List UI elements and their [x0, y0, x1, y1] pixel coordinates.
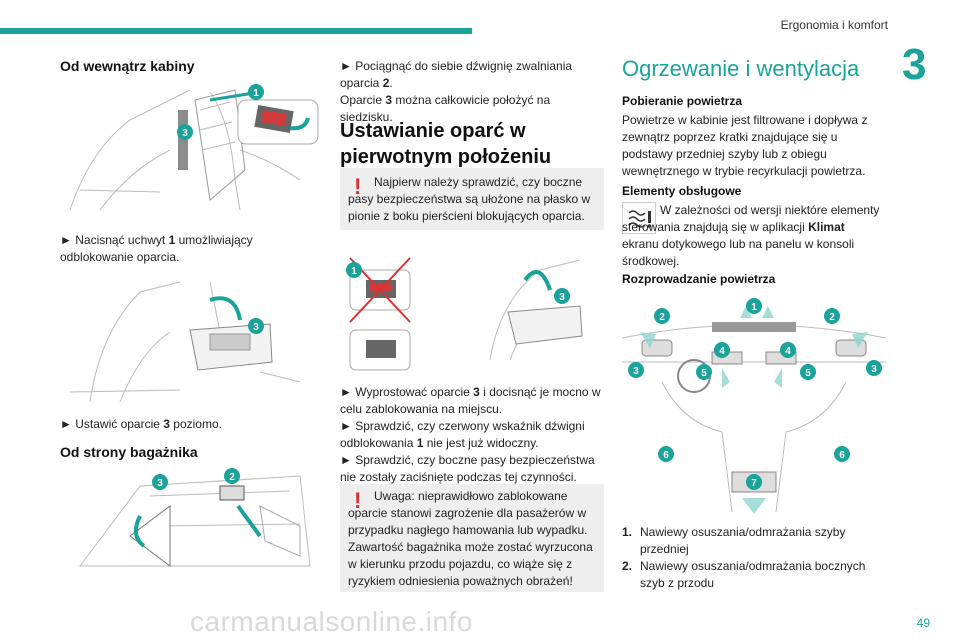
- bullet-arrow: ►: [340, 59, 352, 73]
- fig5-callout-3b: 3: [871, 364, 877, 375]
- figure-seat-horizontal: 3: [60, 272, 322, 408]
- step-pull-lever: ► Pociągnąć do siebie dźwignię zwalniani…: [340, 59, 573, 90]
- warning-icon: !: [354, 174, 362, 199]
- heading-air-intake: Pobieranie powietrza: [622, 94, 743, 108]
- step-straighten: ► Wyprostować oparcie 3 i docisnąć je mo…: [340, 385, 601, 416]
- section-title: Ergonomia i komfort: [780, 18, 888, 32]
- figure-seat-release-cabin: 1 3: [60, 80, 322, 220]
- fig4-callout-3: 3: [559, 292, 565, 303]
- warning-icon: !: [354, 488, 362, 513]
- step-release-lever: ► Nacisnąć uchwyt 1 umożliwiający odblok…: [60, 233, 253, 264]
- fig2-callout-3: 3: [253, 322, 259, 333]
- header-accent-bar: [0, 28, 472, 34]
- bullet-arrow: ►: [340, 419, 352, 433]
- bullet-arrow: ►: [60, 417, 72, 431]
- chapter-number: 3: [902, 40, 927, 89]
- warning-locking-text: Uwaga: nieprawidłowo zablokowane oparcie…: [348, 489, 593, 588]
- fig5-callout-4a: 4: [719, 346, 725, 357]
- fig5-callout-5b: 5: [805, 368, 811, 379]
- fig5-callout-6b: 6: [839, 450, 845, 461]
- fig1-callout-3: 3: [182, 128, 188, 139]
- figure-seat-release-trunk: 3 2: [60, 466, 322, 582]
- figure-air-vents: 1 2 2 4 4 3 5 5 3 6 6 7: [622, 292, 886, 514]
- heading-from-trunk: Od strony bagażnika: [60, 444, 198, 460]
- warning-belts-text: Najpierw należy sprawdzić, czy boczne pa…: [348, 175, 591, 223]
- fig5-callout-3a: 3: [633, 366, 639, 377]
- fig5-callout-2a: 2: [659, 312, 665, 323]
- fig5-callout-5a: 5: [701, 368, 707, 379]
- heading-from-cabin: Od wewnątrz kabiny: [60, 58, 195, 74]
- heading-air-distribution: Rozprowadzanie powietrza: [622, 272, 776, 286]
- step-check-belts: ► Sprawdzić, czy boczne pasy bezpieczeńs…: [340, 453, 595, 484]
- watermark: carmanualsonline.info: [190, 606, 473, 637]
- air-intake-text: Powietrze w kabinie jest filtrowane i do…: [622, 113, 868, 178]
- fig5-callout-7: 7: [751, 478, 757, 489]
- step-check-red: ► Sprawdzić, czy czerwony wskaźnik dźwig…: [340, 419, 585, 450]
- fig3-callout-2: 2: [229, 472, 235, 483]
- fig5-callout-6a: 6: [663, 450, 669, 461]
- fig1-callout-1: 1: [253, 88, 259, 99]
- bullet-arrow: ►: [340, 453, 352, 467]
- climate-controls-icon: [622, 202, 656, 234]
- fig5-callout-1: 1: [751, 302, 757, 313]
- fig5-callout-2b: 2: [829, 312, 835, 323]
- fig3-callout-3: 3: [157, 478, 163, 489]
- heading-controls: Elementy obsługowe: [622, 184, 742, 198]
- heading-reset-backrest: Ustawianie oparć w pierwotnym położeniu: [340, 120, 552, 168]
- vent-list: 1. Nawiewy osuszania/odmrażania szyby pr…: [622, 524, 884, 592]
- bullet-arrow: ►: [340, 385, 352, 399]
- warning-locking-panel: ! Uwaga: nieprawidłowo zablokowane oparc…: [340, 484, 604, 592]
- list-item: 2. Nawiewy osuszania/odmrażania bocznych…: [622, 559, 866, 590]
- fig5-callout-4b: 4: [785, 346, 791, 357]
- heading-heating-ventilation: Ogrzewanie i wentylacja: [622, 56, 860, 81]
- controls-text: W zależności od wersji niektóre elementy…: [622, 203, 880, 268]
- bullet-arrow: ►: [60, 233, 72, 247]
- note-fold-backrest: Oparcie 3 można całkowicie położyć na si…: [340, 93, 551, 124]
- list-item: 1. Nawiewy osuszania/odmrażania szyby pr…: [622, 525, 846, 556]
- fig4-callout-1: 1: [351, 266, 357, 277]
- page-number: 49: [916, 616, 930, 630]
- figure-backrest-reset: 1 3: [340, 240, 604, 380]
- warning-belts-panel: ! Najpierw należy sprawdzić, czy boczne …: [340, 168, 604, 230]
- step-set-horizontal: ► Ustawić oparcie 3 poziomo.: [60, 417, 222, 431]
